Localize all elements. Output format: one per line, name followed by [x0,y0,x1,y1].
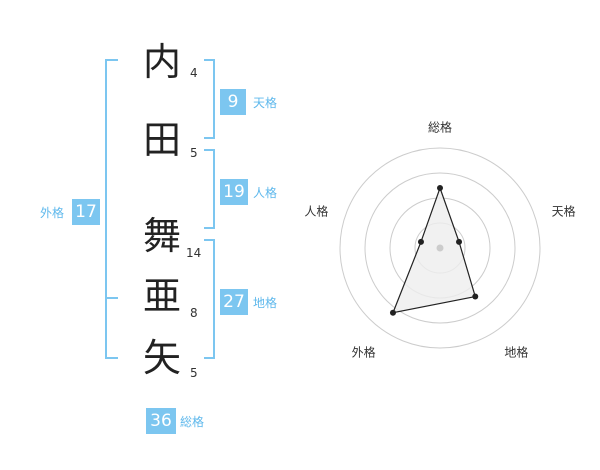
jinkaku-value-box: 19 [220,179,248,205]
chikaku-label: 地格 [253,296,278,310]
radar-point-5 [417,238,424,245]
tenkaku-value-box: 9 [220,89,246,115]
radar-point-3 [472,293,479,300]
radar-point-4 [389,309,396,316]
kanji-char-4: 亜 [142,274,181,318]
radar-ring-4 [339,147,541,349]
kanji-char-5: 矢 [142,336,181,380]
radar-polygon [392,186,477,314]
stroke-count-5: 5 [190,366,198,380]
jinkaku-bracket [204,149,215,229]
radar-axis-label-4: 外格 [352,345,376,360]
chikaku-bracket [204,239,215,359]
tenkaku-bracket [204,59,215,139]
radar-axis-label-3: 地格 [504,345,528,360]
soukaku-label: 総格 [180,415,205,429]
radar-axis-label-1: 総格 [428,120,452,135]
radar-center-dot [436,244,444,252]
chikaku-value-box: 27 [220,289,248,315]
jinkaku-label: 人格 [253,186,278,200]
radar-point-1 [437,185,443,191]
kanji-char-3: 舞 [142,214,181,258]
kanji-char-1: 内 [142,40,181,84]
radar-ring-3 [364,172,516,324]
stroke-count-3: 14 [186,246,202,260]
kanji-char-2: 田 [142,118,181,162]
gaikaku-bracket [105,59,118,359]
gaikaku-value-box: 17 [72,199,100,225]
stroke-count-4: 8 [190,306,198,320]
stroke-count-1: 4 [190,66,198,80]
radar-axis-label-2: 天格 [552,203,576,218]
radar-point-2 [456,238,463,245]
stroke-count-2: 5 [190,146,198,160]
tenkaku-label: 天格 [253,96,278,110]
gaikaku-label: 外格 [40,206,65,220]
radar-axis-label-5: 人格 [304,203,328,218]
soukaku-value-box: 36 [146,408,176,434]
